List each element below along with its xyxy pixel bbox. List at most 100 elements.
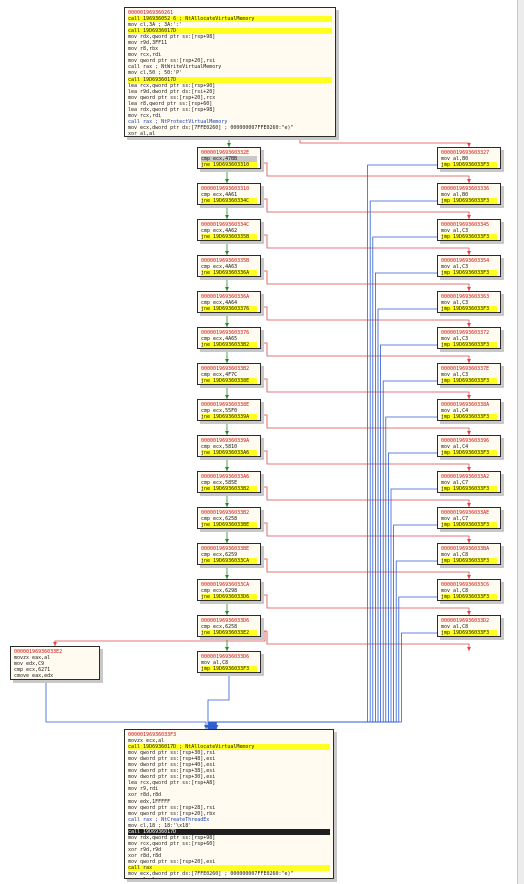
instruction-line[interactable]: mov ecx,dword ptr ds:[7FFE0260] ; 000000… (128, 124, 294, 131)
instruction-line[interactable]: mov cl,50 ; 50:'P' (128, 70, 183, 77)
instruction-line[interactable]: mov al,C7 (441, 480, 469, 487)
block-address[interactable]: 000001969360336A (201, 294, 250, 300)
block-address[interactable]: 00000196936033F3 (128, 732, 177, 738)
block-address[interactable]: 00000196936033A6 (201, 474, 250, 480)
block-address[interactable]: 00000196936033A2 (441, 474, 490, 480)
instruction-line[interactable]: cmp ecx,4A65 (201, 336, 238, 343)
instruction-line[interactable]: lea r8,qword ptr ss:[rsp+60] (128, 100, 213, 107)
instruction-line[interactable]: jmp 19D6936033F3 (441, 270, 497, 276)
instruction-line[interactable]: mov dword ptr ss:[rsp+48],esi (128, 756, 216, 763)
instruction-line[interactable]: mov rdx,qword ptr ss:[rsp+98] (128, 834, 216, 841)
instruction-line[interactable]: mov rcx,rdi (128, 112, 162, 119)
instruction-line[interactable]: jne 19D6936033CA (201, 558, 257, 564)
block-address[interactable]: 00000196936033BE (201, 546, 250, 552)
instruction-line[interactable]: mov al,C3 (441, 264, 469, 271)
instruction-line[interactable]: jmp 19D6936033F3 (441, 234, 497, 240)
instruction-line[interactable]: call rax ; NtWriteVirtualMemory (128, 64, 222, 71)
block-address[interactable]: 00000196936033AE (441, 510, 490, 516)
block-address[interactable]: 0000019693603310 (201, 186, 250, 192)
instruction-line[interactable]: mov al,C3 (441, 228, 469, 235)
instruction-line[interactable]: lea rcx,qword ptr ss:[rsp+90] (128, 82, 216, 89)
instruction-line[interactable]: mov al,C7 (441, 516, 469, 523)
instruction-line[interactable]: cmp ecx,585E (201, 480, 238, 487)
block-address[interactable]: 00000196936033D6 (201, 654, 250, 660)
instruction-line[interactable]: mov al,C8 (441, 552, 469, 559)
instruction-line[interactable]: mov al,C3 (441, 300, 469, 307)
instruction-line[interactable]: call rax ; NtCreateThreadEx (128, 816, 210, 823)
instruction-line[interactable]: jne 19D6936033B2 (201, 486, 257, 492)
instruction-line[interactable]: jmp 19D6936033F3 (441, 594, 497, 600)
instruction-line[interactable]: mov qword ptr ss:[rsp+20],esi (128, 858, 216, 865)
instruction-line[interactable]: mov al,C8 (441, 624, 469, 631)
instruction-line[interactable]: mov ecx,dword ptr ds:[7FFE0260] ; 000000… (128, 871, 294, 878)
instruction-line[interactable]: mov r9d,3FF11 (128, 40, 168, 47)
instruction-line[interactable]: cmp ecx,4A62 (201, 228, 238, 235)
instruction-line[interactable]: call 19D6936017D (128, 28, 332, 35)
instruction-line[interactable]: cmp ecx,5810 (201, 444, 238, 451)
instruction-line[interactable]: cmp ecx,4F7C (201, 372, 238, 379)
instruction-line[interactable]: jmp 19D6936033F3 (441, 306, 497, 312)
block-address[interactable]: 00000196936033D2 (441, 618, 490, 624)
block-address[interactable]: 000001969360338E (201, 402, 250, 408)
instruction-line[interactable]: cmp ecx,47BB (201, 156, 257, 163)
instruction-line[interactable]: mov cl,3A ; 3A:':' (128, 22, 183, 29)
instruction-line[interactable]: mov r8,rbx (128, 46, 159, 53)
instruction-line[interactable]: mov dword ptr ss:[rsp+38],esi (128, 768, 216, 775)
instruction-line[interactable]: cmp ecx,4A63 (201, 264, 238, 271)
instruction-line[interactable]: lea r9d,dword ptr ds:[rsi+20] (128, 88, 216, 95)
instruction-line[interactable]: jne 19D69360338E (201, 378, 257, 384)
instruction-line[interactable]: xor r9d,r9d (128, 846, 162, 853)
block-address[interactable]: 0000019693603376 (201, 330, 250, 336)
instruction-line[interactable]: mov edx,1FFFFF (128, 798, 171, 805)
block-address[interactable]: 0000019693603345 (441, 222, 490, 228)
instruction-line[interactable]: mov dword ptr ss:[rsp+30],esi (128, 774, 216, 781)
instruction-line[interactable]: call rax ; NtProtectVirtualMemory (128, 118, 228, 125)
instruction-line[interactable]: jmp 19D6936033F3 (441, 414, 497, 420)
instruction-line[interactable]: mov qword ptr ss:[rsp+20],rsi (128, 58, 216, 65)
block-address[interactable]: 0000019693603372 (441, 330, 490, 336)
instruction-line[interactable]: jne 19D6936033B2 (201, 342, 257, 348)
block-address[interactable]: 0000019693603327 (441, 150, 490, 156)
instruction-line[interactable]: jmp 19D6936033F3 (441, 450, 497, 456)
instruction-line[interactable]: mov al,C4 (441, 408, 469, 415)
instruction-line[interactable]: movzx eax,al (14, 655, 51, 662)
instruction-line[interactable]: cmp ecx,6258 (201, 624, 238, 631)
instruction-line[interactable]: jne 19D693603310 (201, 162, 257, 168)
instruction-line[interactable]: cmp ecx,55F0 (201, 408, 238, 415)
instruction-line[interactable]: mov al,C8 (201, 660, 229, 667)
instruction-line[interactable]: mov qword ptr ss:[rsp+28],rsi (128, 804, 216, 811)
block-address[interactable]: 00000196936033B2 (201, 510, 250, 516)
block-address[interactable]: 000001969360261 (128, 10, 174, 16)
instruction-line[interactable]: jne 19D6936033BE (201, 522, 257, 528)
block-address[interactable]: 00000196936033CA (201, 582, 250, 588)
vertical-scrollbar[interactable] (517, 0, 524, 884)
instruction-line[interactable]: jne 19D69360335B (201, 234, 257, 240)
instruction-line[interactable]: xor r8d,r8d (128, 852, 162, 859)
instruction-line[interactable]: jmp 19D6936033F3 (441, 486, 497, 492)
instruction-line[interactable]: cmp ecx,6271 (14, 667, 51, 674)
instruction-line[interactable]: lea rdx,qword ptr ss:[rsp+98] (128, 106, 216, 113)
instruction-line[interactable]: cmp ecx,6298 (201, 588, 238, 595)
instruction-line[interactable]: jne 19D69360339A (201, 414, 257, 420)
instruction-line[interactable]: jmp 19D6936033F3 (441, 630, 497, 636)
instruction-line[interactable]: jmp 19D6936033F3 (201, 666, 257, 672)
instruction-line[interactable]: call 19D6936017D (128, 828, 330, 835)
instruction-line[interactable]: jmp 19D6936033F3 (441, 162, 497, 168)
instruction-line[interactable]: jmp 19D6936033F3 (441, 342, 497, 348)
instruction-line[interactable]: mov rcx,rdi (128, 52, 162, 59)
block-address[interactable]: 000001969360337E (441, 366, 490, 372)
block-address[interactable]: 00000196936033B2 (201, 366, 250, 372)
